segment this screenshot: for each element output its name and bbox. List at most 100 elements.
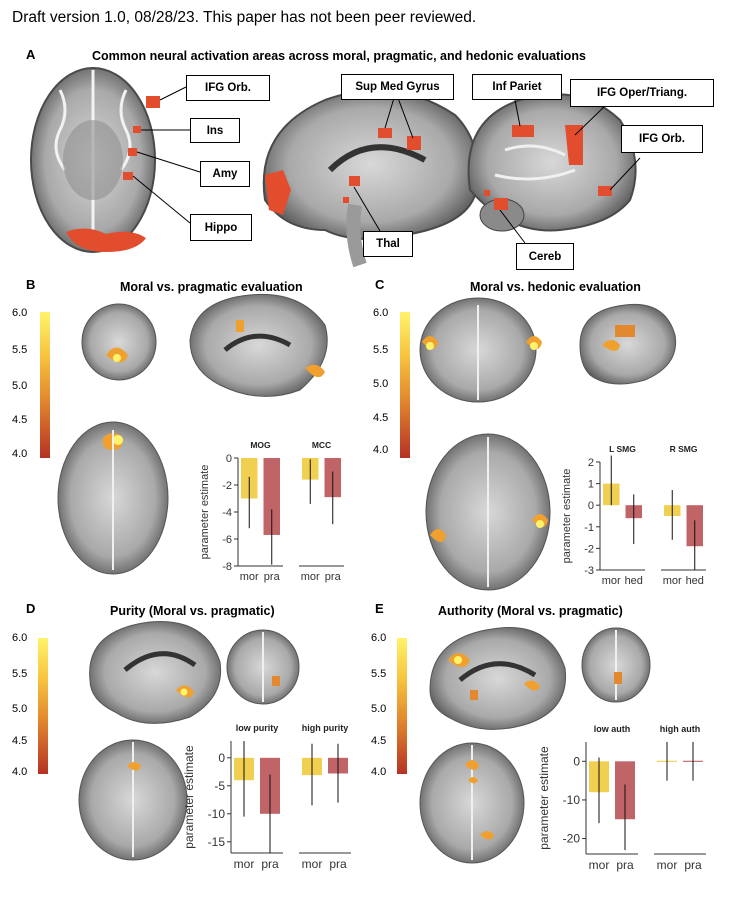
panel-c-cbar-tick: 5.0 bbox=[373, 378, 389, 390]
panel-c-xtick-label: hed bbox=[625, 575, 643, 587]
panel-c-ytick-label: -3 bbox=[584, 565, 594, 577]
activation-thal bbox=[349, 176, 360, 186]
panel-e-cbar-tick: 6.0 bbox=[371, 632, 387, 644]
panel-e-brains bbox=[419, 627, 651, 864]
panel-b-letter: B bbox=[26, 277, 36, 292]
panel-d-brains bbox=[78, 621, 300, 861]
panel-c-brains bbox=[419, 297, 677, 591]
roi-label-amy: Amy bbox=[200, 161, 250, 187]
panel-e-cbar-tick: 4.5 bbox=[371, 735, 387, 747]
panel-e-cbar-tick: 5.0 bbox=[371, 703, 387, 715]
panel-e-letter: E bbox=[375, 601, 384, 616]
panel-d-ytick-label: 0 bbox=[218, 751, 225, 765]
panel-c-ytick-label: -1 bbox=[584, 522, 594, 534]
panel-d-colorbar bbox=[38, 638, 48, 774]
panel-e-colorbar bbox=[397, 638, 407, 774]
draft-header: Draft version 1.0, 08/28/23. This paper … bbox=[12, 9, 477, 26]
panel-d-cbar-tick: 5.0 bbox=[12, 703, 28, 715]
activation-inf-pariet bbox=[512, 125, 534, 137]
activation-ins-axial bbox=[133, 126, 141, 133]
panel-b-ylabel: parameter estimate bbox=[199, 465, 211, 560]
panel-b-ytick-label: -4 bbox=[222, 507, 232, 519]
panel-c-cbar-tick: 5.5 bbox=[373, 344, 389, 356]
panel-e-xtick-label: mor bbox=[589, 858, 610, 872]
panel-d-group-title: low purity bbox=[236, 723, 279, 733]
panel-e-cbar-tick: 4.0 bbox=[371, 766, 387, 778]
panel-b-xtick-label: mor bbox=[240, 571, 259, 583]
roi-label-inf-pariet: Inf Pariet bbox=[472, 74, 562, 100]
roi-label-ins: Ins bbox=[190, 118, 240, 143]
panel-c-title: Moral vs. hedonic evaluation bbox=[470, 280, 641, 294]
panel-a-axial-brain bbox=[30, 67, 201, 253]
roi-label-hippo: Hippo bbox=[190, 214, 252, 241]
activation-sup-med-gyrus-2 bbox=[407, 136, 421, 150]
panel-b-xtick-label: mor bbox=[301, 571, 320, 583]
activation-sup-med-gyrus-1 bbox=[378, 128, 392, 138]
panel-b-cbar-tick: 4.5 bbox=[12, 414, 28, 426]
panel-c-group-title: R SMG bbox=[670, 444, 698, 454]
panel-b-xtick-label: pra bbox=[325, 571, 342, 583]
panel-d-ylabel: parameter estimate bbox=[183, 745, 196, 849]
panel-c-cbar-tick: 6.0 bbox=[373, 307, 389, 319]
roi-label-cereb: Cereb bbox=[516, 243, 574, 270]
activation-occipital-sagittal bbox=[265, 170, 291, 215]
panel-e-ylabel: parameter estimate bbox=[538, 746, 551, 850]
panel-e-group-title: high auth bbox=[660, 724, 701, 734]
panel-d-cbar-tick: 4.5 bbox=[12, 735, 28, 747]
panel-b-group-title: MOG bbox=[250, 440, 271, 450]
panel-a-letter: A bbox=[26, 47, 36, 62]
panel-b-title: Moral vs. pragmatic evaluation bbox=[120, 280, 303, 294]
panel-b-brains bbox=[57, 293, 328, 575]
panel-b-group-title: MCC bbox=[312, 440, 331, 450]
roi-label-ifg-orb-1: IFG Orb. bbox=[186, 75, 270, 101]
panel-d-xtick-label: mor bbox=[234, 857, 255, 871]
panel-c-ytick-label: 0 bbox=[588, 500, 594, 512]
panel-b-ytick-label: -8 bbox=[222, 561, 232, 573]
panel-c-colorbar bbox=[400, 312, 410, 458]
panel-e-ytick-label: -20 bbox=[563, 832, 581, 846]
panel-d-xtick-label: mor bbox=[302, 857, 323, 871]
activation-amy-axial bbox=[128, 148, 137, 156]
panel-c-ytick-label: -2 bbox=[584, 543, 594, 555]
panel-c-ylabel: parameter estimate bbox=[561, 469, 573, 564]
panel-d-ytick-label: -10 bbox=[208, 807, 226, 821]
activation-ifg-orb-axial bbox=[146, 96, 160, 108]
panel-c-cbar-tick: 4.0 bbox=[373, 444, 389, 456]
panel-d-group-title: high purity bbox=[302, 723, 349, 733]
panel-c-ytick-label: 1 bbox=[588, 479, 594, 491]
panel-c-xtick-label: mor bbox=[602, 575, 621, 587]
panel-e-xtick-label: pra bbox=[616, 858, 634, 872]
panel-c-xtick-label: mor bbox=[663, 575, 682, 587]
panel-a-lateral-brain bbox=[467, 93, 641, 244]
panel-b-ytick-label: 0 bbox=[226, 453, 232, 465]
activation-ifg-oper bbox=[565, 125, 583, 165]
panel-b-cbar-tick: 5.0 bbox=[12, 380, 28, 392]
panel-c-group-title: L SMG bbox=[609, 444, 636, 454]
panel-d-ytick-label: -5 bbox=[214, 779, 225, 793]
panel-c-letter: C bbox=[375, 277, 385, 292]
activation-cereb bbox=[494, 198, 508, 210]
panel-b-cbar-tick: 6.0 bbox=[12, 307, 28, 319]
panel-b-ytick-label: -6 bbox=[222, 534, 232, 546]
panel-c-xtick-label: hed bbox=[686, 575, 704, 587]
roi-label-ifg-orb-2: IFG Orb. bbox=[621, 125, 703, 153]
panel-d-cbar-tick: 5.5 bbox=[12, 668, 28, 680]
panel-c-cbar-tick: 4.5 bbox=[373, 412, 389, 424]
panel-e-xtick-label: pra bbox=[684, 858, 702, 872]
activation-ifg-orb-lateral bbox=[598, 186, 612, 196]
panel-d-title: Purity (Moral vs. pragmatic) bbox=[110, 604, 275, 618]
panel-b-xtick-label: pra bbox=[264, 571, 281, 583]
activation-occipital-axial bbox=[66, 228, 146, 252]
panel-e-xtick-label: mor bbox=[657, 858, 678, 872]
panel-b-ytick-label: -2 bbox=[222, 480, 232, 492]
panel-d-cbar-tick: 6.0 bbox=[12, 632, 28, 644]
panel-c-ytick-label: 2 bbox=[588, 457, 594, 469]
panel-e-ytick-label: 0 bbox=[573, 754, 580, 768]
panel-a-title: Common neural activation areas across mo… bbox=[92, 49, 586, 63]
panel-b-cbar-tick: 4.0 bbox=[12, 448, 28, 460]
